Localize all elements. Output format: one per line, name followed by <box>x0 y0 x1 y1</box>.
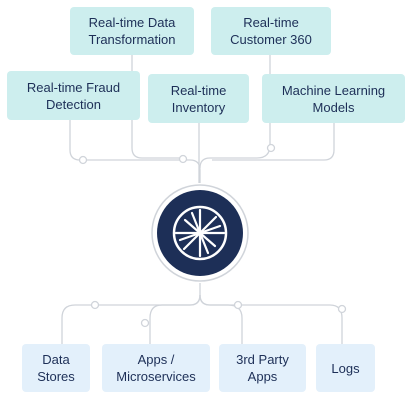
source-label-line: Logs <box>331 360 360 376</box>
output-label-line: Real-time <box>170 82 227 98</box>
source-box-logs: Logs <box>316 344 375 392</box>
connector-data-transformation <box>131 55 183 159</box>
connector-node <box>337 304 347 314</box>
source-box-apps-microservices: Apps / Microservices <box>102 344 210 392</box>
connector-ml-models <box>212 123 335 161</box>
hub-starburst <box>174 208 226 258</box>
source-label-line: Apps / <box>137 352 175 367</box>
connector-node <box>266 143 276 153</box>
connector-node <box>78 155 88 165</box>
output-label-line: Real-time Data <box>88 15 176 30</box>
source-label-line: 3rd Party <box>236 352 289 367</box>
source-label-line: Stores <box>37 369 75 384</box>
source-label-line: Microservices <box>116 369 196 384</box>
connector-logs <box>199 294 343 344</box>
connector-node <box>233 300 243 310</box>
output-box-data-transformation: Real-time Data Transformation <box>70 7 194 55</box>
output-label-line: Detection <box>46 96 101 112</box>
connector-node <box>140 318 150 328</box>
output-label-line: Real-time <box>243 15 299 30</box>
output-label-line: Customer 360 <box>230 32 312 47</box>
connector-data-stores <box>61 283 201 344</box>
output-label-line: Real-time Fraud <box>26 79 121 95</box>
source-label-line: Apps <box>247 369 278 384</box>
output-box-customer-360: Real-time Customer 360 <box>211 7 331 55</box>
hub-mark-ring <box>172 205 228 261</box>
output-label-line: Models <box>312 99 355 115</box>
source-label-line: Data <box>42 352 70 367</box>
source-box-data-stores: Data Stores <box>22 344 90 392</box>
output-box-ml-models: Machine Learning Models <box>262 74 405 123</box>
connector-node <box>90 300 100 310</box>
output-label-line: Transformation <box>88 32 176 47</box>
output-box-fraud-detection: Real-time Fraud Detection <box>7 71 140 120</box>
output-label-line: Machine Learning <box>281 82 386 98</box>
connector-fraud-detection <box>69 120 201 183</box>
source-box-3rd-party-apps: 3rd Party Apps <box>219 344 306 392</box>
connector-node <box>178 154 188 164</box>
connector-apps <box>149 294 201 344</box>
output-box-inventory: Real-time Inventory <box>148 74 249 123</box>
confluent-logo-icon <box>151 184 249 282</box>
output-label-line: Inventory <box>171 99 226 115</box>
